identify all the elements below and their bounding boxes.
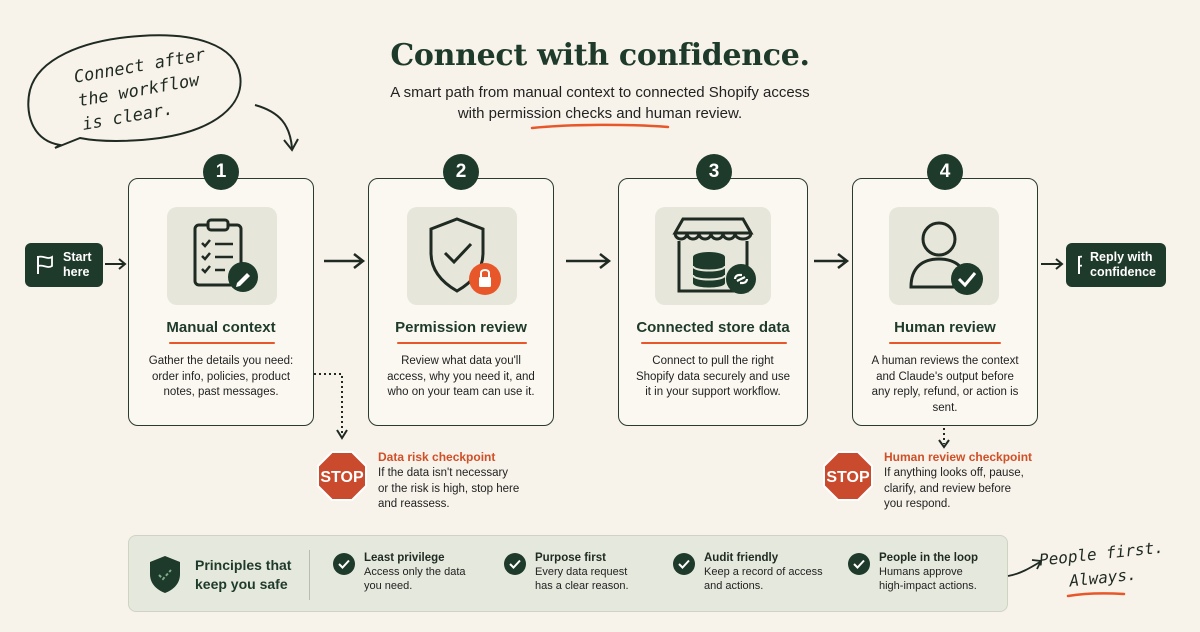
principle-title: People in the loop <box>879 552 979 564</box>
principle-item: People in the loop Humans approve high-i… <box>848 552 978 593</box>
end-badge: Reply with confidence <box>1066 243 1166 287</box>
step-title: Human review <box>894 319 996 336</box>
step-card-human-review: Human review A human reviews the context… <box>852 178 1038 426</box>
title-underline <box>889 342 1001 344</box>
principle-description: Humans approve high-impact actions. <box>879 566 977 592</box>
flag-icon <box>1078 255 1082 274</box>
checkpoint-title: Data risk checkpoint <box>378 450 496 464</box>
step-card-permission-review: Permission review Review what data you'l… <box>368 178 554 426</box>
step-title: Permission review <box>395 319 527 336</box>
principles-heading: Principles that keep you safe <box>195 557 292 592</box>
shield-check-icon <box>407 207 517 305</box>
check-icon <box>504 553 526 575</box>
checkpoint-title: Human review checkpoint <box>884 450 1033 464</box>
flag-icon <box>37 255 53 274</box>
checkpoint-description: If the data isn't necessary or the risk … <box>378 467 520 510</box>
principle-description: Every data request has a clear reason. <box>535 566 629 592</box>
page-title: Connect with confidence. <box>390 38 810 73</box>
title-underline <box>530 123 670 130</box>
clipboard-checklist-icon <box>167 207 277 305</box>
title-underline <box>397 342 527 344</box>
divider <box>309 550 310 600</box>
principle-title: Least privilege <box>364 552 445 564</box>
data-risk-checkpoint: STOP Data risk checkpoint If the data is… <box>316 450 519 513</box>
stop-sign-icon: STOP <box>823 451 873 501</box>
check-icon <box>333 553 355 575</box>
flow-arrow-icon <box>324 253 366 269</box>
step-title: Manual context <box>166 319 276 336</box>
flow-arrow-icon <box>814 253 850 269</box>
check-icon <box>848 553 870 575</box>
principle-description: Access only the data you need. <box>364 566 466 592</box>
principle-item: Purpose first Every data request has a c… <box>504 552 629 593</box>
principle-title: Audit friendly <box>704 552 779 564</box>
step-number: 1 <box>203 154 239 190</box>
step-card-connected-store-data: Connected store data Connect to pull the… <box>618 178 808 426</box>
check-icon <box>673 553 695 575</box>
checkpoint-description: If anything looks off, pause, clarify, a… <box>884 467 1024 510</box>
flow-arrow-icon <box>566 253 612 269</box>
step-card-manual-context: Manual context Gather the details you ne… <box>128 178 314 426</box>
closing-note: People first. Always. <box>1038 537 1165 591</box>
step-description: A human reviews the context and Claude's… <box>871 355 1019 414</box>
dotted-connector <box>314 373 348 440</box>
principles-panel: Principles that keep you safe Least priv… <box>128 535 1008 612</box>
principle-item: Least privilege Access only the data you… <box>333 552 466 593</box>
human-review-checkpoint: STOP Human review checkpoint If anything… <box>822 450 1032 513</box>
stop-sign-icon: STOP <box>317 451 367 501</box>
page-subtitle: A smart path from manual context to conn… <box>390 84 810 122</box>
step-number: 2 <box>443 154 479 190</box>
title-underline <box>169 342 275 344</box>
shield-icon <box>150 556 180 593</box>
stop-sign-label: STOP <box>320 469 364 486</box>
step-description: Connect to pull the right Shopify data s… <box>635 355 791 398</box>
curved-arrow-icon <box>1007 559 1043 577</box>
principle-description: Keep a record of access and actions. <box>704 566 823 592</box>
stop-sign-label: STOP <box>826 469 870 486</box>
step-number: 4 <box>927 154 963 190</box>
start-badge: Start here <box>25 243 103 287</box>
storefront-database-icon <box>655 207 771 305</box>
annotation-bubble: Connect after the workflow is clear. <box>20 20 300 165</box>
person-check-icon <box>889 207 999 305</box>
start-arrow-icon <box>105 258 127 270</box>
step-description: Review what data you'll access, why you … <box>387 355 535 398</box>
end-arrow-icon <box>1041 258 1064 270</box>
step-number: 3 <box>696 154 732 190</box>
dotted-connector <box>938 428 950 449</box>
curved-arrow-icon <box>254 104 299 152</box>
principle-item: Audit friendly Keep a record of access a… <box>673 552 823 593</box>
step-title: Connected store data <box>636 319 790 336</box>
step-description: Gather the details you need: order info,… <box>148 355 294 398</box>
principle-title: Purpose first <box>535 552 606 564</box>
closing-underline <box>1066 592 1126 598</box>
title-underline <box>641 342 787 344</box>
